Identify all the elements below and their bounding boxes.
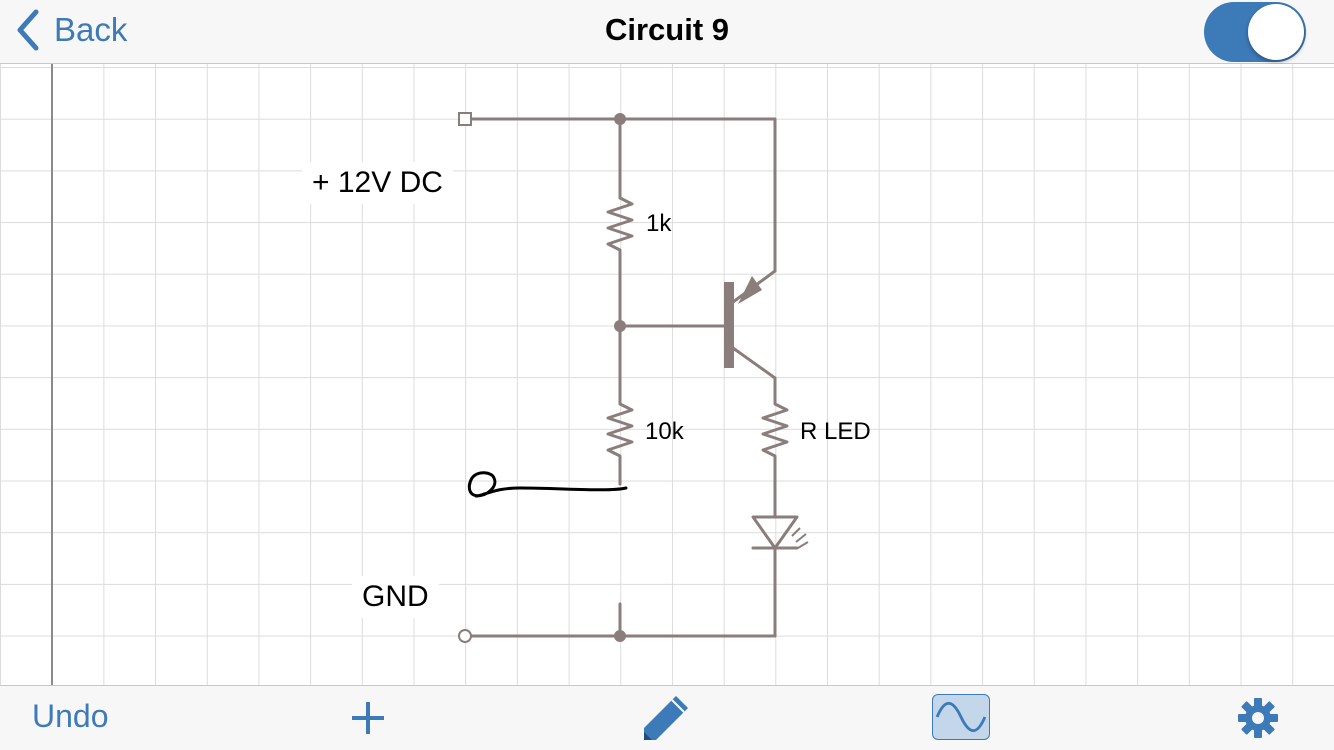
navigation-bar: Back Circuit 9 — [0, 0, 1334, 64]
junction-dot-base — [614, 320, 626, 332]
terminal-12v[interactable] — [458, 112, 472, 126]
transistor-collector-lead — [731, 346, 777, 380]
chevron-left-icon — [17, 9, 39, 51]
junction-dot-bottom — [614, 630, 626, 642]
label-supply[interactable]: + 12V DC — [302, 162, 453, 204]
mode-toggle-switch[interactable] — [1204, 2, 1306, 62]
toggle-knob — [1248, 4, 1304, 60]
bottom-toolbar: Undo — [0, 685, 1334, 750]
back-label: Back — [54, 11, 128, 48]
page-title: Circuit 9 — [604, 12, 730, 47]
label-resistor-10k[interactable]: 10k — [645, 418, 684, 445]
resistor-10k[interactable] — [606, 376, 634, 486]
transistor-arrow — [738, 276, 762, 304]
led-rays — [791, 527, 809, 549]
pencil-icon[interactable] — [640, 692, 692, 744]
circuit-schematic — [51, 64, 809, 685]
transistor-base-bar[interactable] — [724, 282, 734, 368]
resistor-1k[interactable] — [606, 170, 634, 276]
plus-icon[interactable] — [348, 698, 388, 738]
label-resistor-r-led[interactable]: R LED — [800, 418, 871, 445]
led-triangle[interactable] — [751, 515, 799, 550]
undo-button[interactable]: Undo — [32, 698, 109, 734]
label-ground[interactable]: GND — [352, 576, 439, 618]
hand-drawn-stroke[interactable] — [467, 471, 628, 498]
circuit-canvas[interactable]: + 12V DC GND 1k 10k R LED — [0, 64, 1334, 685]
resistor-r-led[interactable] — [761, 398, 789, 486]
back-button[interactable]: Back — [14, 8, 127, 52]
waveform-tool-button[interactable] — [932, 694, 990, 740]
terminal-gnd[interactable] — [458, 629, 472, 643]
sine-wave-icon — [935, 701, 987, 733]
gear-icon[interactable] — [1236, 696, 1280, 740]
label-resistor-1k[interactable]: 1k — [646, 210, 672, 237]
junction-dot-top — [614, 113, 626, 125]
